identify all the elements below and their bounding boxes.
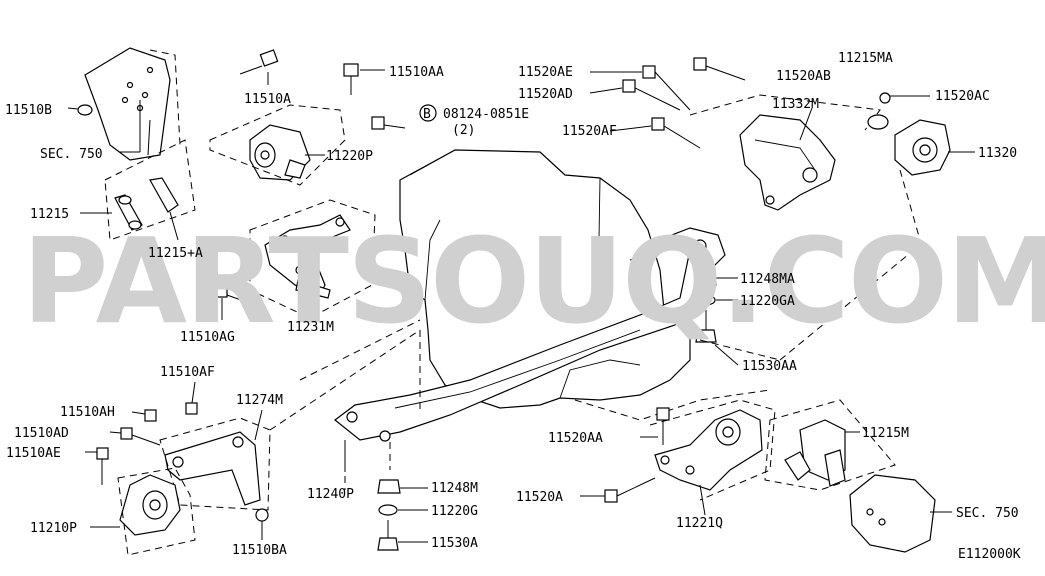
label-11510AH: 11510AH [60,405,115,420]
mount-11320-drawing [867,92,975,241]
bracket-11332M-drawing [689,94,881,211]
label-11220GA: 11220GA [740,294,795,309]
bolt-11510AG-drawing [214,284,256,320]
label-11510AG: 11510AG [180,330,235,345]
bolt-08124-drawing [371,116,406,130]
label-11520AC: 11520AC [935,89,990,104]
label-11510BA: 11510BA [232,543,287,558]
label-11240P: 11240P [307,487,354,502]
center-member-drawing [334,227,726,442]
bolt-11510AA-drawing [343,63,385,95]
label-11248M: 11248M [431,481,478,496]
bolts-11520A-drawing [580,407,670,503]
label-11215MA: 11215MA [838,51,893,66]
label-11530AA: 11530AA [742,359,797,374]
insulator-11215-drawing [80,139,196,241]
label-11520AE: 11520AE [518,65,573,80]
label-11510AE: 11510AE [6,446,61,461]
label-11215M: 11215M [862,426,909,441]
label-11510AD: 11510AD [14,426,69,441]
label-11520AD: 11520AD [518,87,573,102]
label-11231M: 11231M [287,320,334,335]
stack-11248M-drawing [377,479,428,551]
bracket-11231M-drawing [249,199,376,319]
label-11520AF: 11520AF [562,124,617,139]
label-11510AF: 11510AF [160,365,215,380]
bolt-11510A-drawing [239,49,279,85]
label-11520AB: 11520AB [776,69,831,84]
watermark-text: PARTSOUQ.COM [22,212,1045,350]
label-ref-circle: B [423,107,431,122]
label-11274M: 11274M [236,393,283,408]
figure-code: E112000K [958,547,1021,562]
insulator-11215M-drawing [764,399,896,491]
mount-11220P-drawing [209,104,346,186]
label-11220P: 11220P [326,149,373,164]
mount-11210P-drawing [90,467,196,556]
label-sec750-top: SEC. 750 [40,147,103,162]
label-11510A: 11510A [244,92,291,107]
label-08124: 08124-0851E [443,107,529,122]
label-11520AA: 11520AA [548,431,603,446]
bolt-11510B-drawing [67,104,93,116]
left-body-bracket-drawing [84,47,181,161]
label-11248MA: 11248MA [740,272,795,287]
callout-labels: 11510B 11510A 11510AA SEC. 750 11220P 11… [5,51,1021,562]
label-11520A: 11520A [516,490,563,505]
label-11332M: 11332M [772,97,819,112]
label-11221Q: 11221Q [676,516,723,531]
label-11210P: 11210P [30,521,77,536]
bolts-11520-drawing [589,57,746,149]
label-11215: 11215 [30,207,69,222]
leader-lines [120,100,346,472]
label-11220G: 11220G [431,504,478,519]
label-11510B: 11510B [5,103,52,118]
stack-11248MA-drawing [629,239,921,366]
label-11320: 11320 [978,146,1017,161]
label-11215A: 11215+A [148,246,203,261]
bracket-sec750-bottom-drawing [849,474,952,553]
label-11530A: 11530A [431,536,478,551]
bracket-11221Q-drawing [649,399,776,516]
label-08124-qty: (2) [452,123,475,138]
label-sec750-bottom: SEC. 750 [956,506,1019,521]
label-11510AA: 11510AA [389,65,444,80]
reference-circle [419,104,437,122]
bolts-lower-left-drawing [85,381,269,540]
